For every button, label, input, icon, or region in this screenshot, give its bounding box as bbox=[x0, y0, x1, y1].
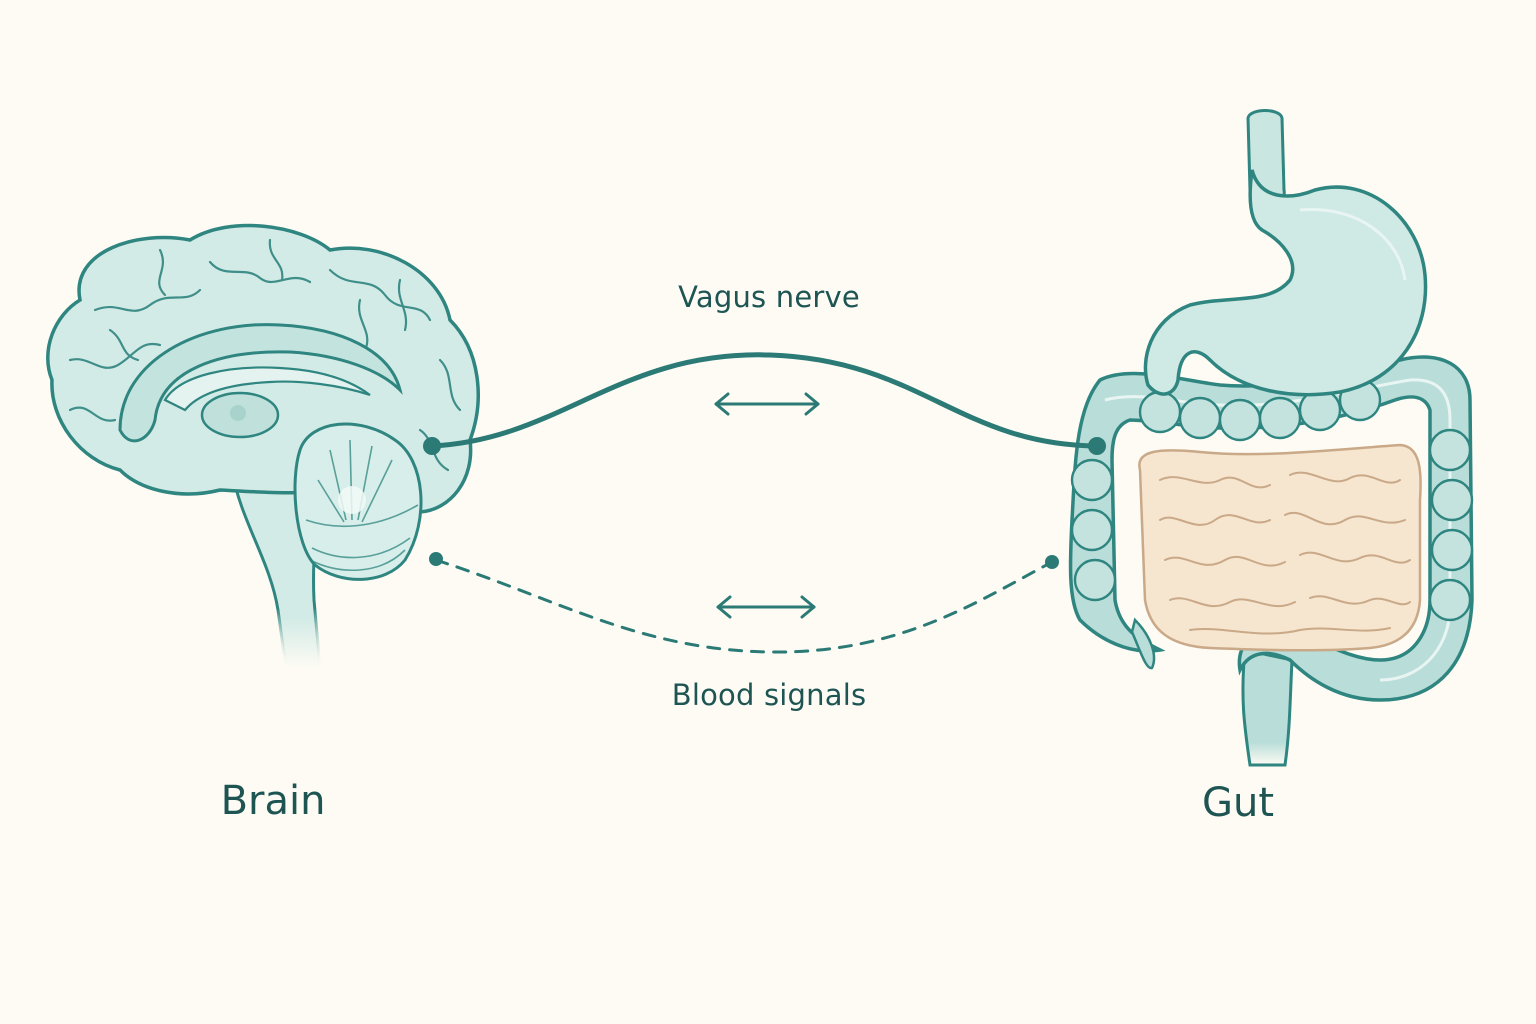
blood-signals-endpoint-gut bbox=[1045, 555, 1059, 569]
cerebellum bbox=[293, 422, 423, 581]
vagus-nerve-endpoint-gut bbox=[1088, 437, 1106, 455]
stomach bbox=[1143, 169, 1428, 397]
vagus-nerve-connection bbox=[423, 352, 1106, 455]
small-intestine bbox=[1138, 443, 1422, 652]
appendix bbox=[1130, 617, 1156, 670]
blood-signals-connection bbox=[429, 552, 1059, 654]
gut-illustration bbox=[1068, 109, 1474, 767]
vagus-nerve-line bbox=[429, 352, 1100, 449]
vagus-nerve-label: Vagus nerve bbox=[678, 280, 860, 314]
blood-signals-line bbox=[434, 558, 1054, 654]
gut-label: Gut bbox=[1201, 780, 1275, 826]
brain-label: Brain bbox=[220, 778, 326, 824]
brain-illustration bbox=[46, 223, 480, 670]
double-headed-arrow-icon bbox=[714, 392, 820, 416]
vagus-nerve-endpoint-brain bbox=[423, 437, 441, 455]
double-headed-arrow-icon bbox=[716, 595, 816, 619]
rectum bbox=[1241, 648, 1294, 767]
blood-signals-label: Blood signals bbox=[671, 678, 867, 712]
corpus-callosum bbox=[118, 323, 403, 443]
blood-signals-endpoint-brain bbox=[429, 552, 443, 566]
